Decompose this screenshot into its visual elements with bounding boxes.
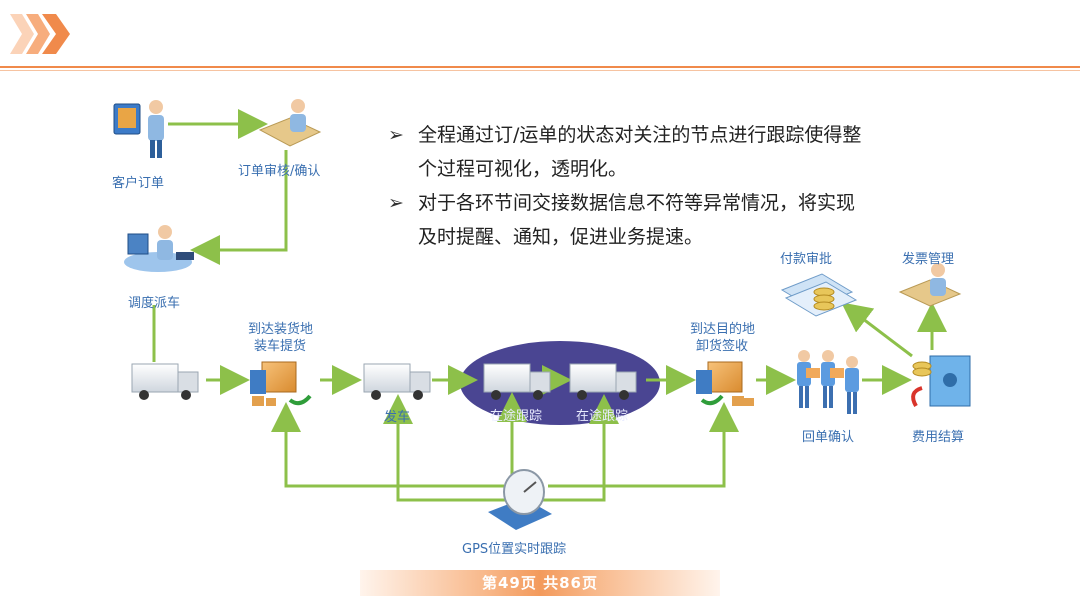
node-label-receipt-confirm: 回单确认: [802, 430, 855, 445]
node-label-payment-approval: 付款审批: [780, 252, 833, 267]
page-indicator-label: 第49页 共86页: [482, 574, 598, 592]
arrow-bullet-icon: ➢: [388, 192, 404, 214]
page-indicator: 第49页 共86页: [360, 570, 720, 596]
flow-arrows: [152, 109, 947, 502]
loading-icon: [250, 361, 312, 406]
invoice-management-icon: [898, 263, 962, 307]
gps-line: [383, 394, 520, 502]
node-label-arrive-destination: 到达目的地: [690, 322, 756, 337]
order-review-icon: [258, 99, 322, 147]
gps-line: [536, 394, 619, 502]
truck-icon: [363, 363, 431, 400]
node-label-fee-settlement: 费用结算: [912, 430, 965, 445]
bullet-line: 对于各环节间交接数据信息不符等异常情况，将实现: [418, 192, 856, 214]
arrow-fee-to-payment: [841, 302, 913, 358]
header-divider-thin: [0, 70, 1080, 71]
node-label-dispatch: 调度派车: [128, 296, 181, 311]
payment-approval-icon: [780, 273, 858, 317]
truck-icon: [131, 363, 199, 400]
bullet-line: 个过程可视化，透明化。: [418, 158, 628, 180]
node-label-customer-order: 客户订单: [112, 176, 165, 191]
unloading-icon: [696, 361, 754, 406]
gps-loop-line: [271, 402, 504, 488]
node-label-order-review: 订单审核/确认: [238, 164, 321, 179]
summary-bullets: ➢ 全程通过订/运单的状态对关注的节点进行跟踪使得整 个过程可视化，透明化。 ➢…: [388, 118, 908, 254]
header-divider: [0, 66, 1080, 68]
node-label-gps: GPS位置实时跟踪: [462, 542, 567, 557]
node-label-depart: 发车: [384, 410, 411, 425]
fee-settlement-icon: [911, 355, 971, 407]
arrow-bullet-icon: ➢: [388, 124, 404, 146]
node-label-invoice-management: 发票管理: [902, 252, 955, 267]
bullet-line: 及时提醒、通知，促进业务提速。: [418, 226, 704, 248]
header-chevron-icon: [10, 14, 70, 54]
bullet-item: ➢ 对于各环节间交接数据信息不符等异常情况，将实现 及时提醒、通知，促进业务提速…: [388, 186, 908, 254]
dispatch-icon: [124, 225, 194, 272]
truck-icon: [569, 363, 637, 400]
arrow-review-to-dispatch: [190, 150, 288, 265]
gps-loop-line: [548, 402, 739, 488]
customer-order-icon: [113, 100, 164, 158]
node-label-in-transit: 在途跟踪: [576, 409, 629, 424]
bullet-line: 全程通过订/运单的状态对关注的节点进行跟踪使得整: [418, 124, 862, 146]
truck-icon: [483, 363, 551, 400]
bullet-item: ➢ 全程通过订/运单的状态对关注的节点进行跟踪使得整 个过程可视化，透明化。: [388, 118, 908, 186]
receipt-confirm-icon: [797, 350, 859, 414]
node-label-unload-sign: 卸货签收: [696, 339, 749, 354]
node-label-in-transit: 在途跟踪: [490, 409, 543, 424]
gps-satellite-icon: [488, 469, 552, 530]
node-label-load-pickup: 装车提货: [254, 339, 307, 354]
node-label-arrive-load: 到达装货地: [248, 322, 314, 337]
